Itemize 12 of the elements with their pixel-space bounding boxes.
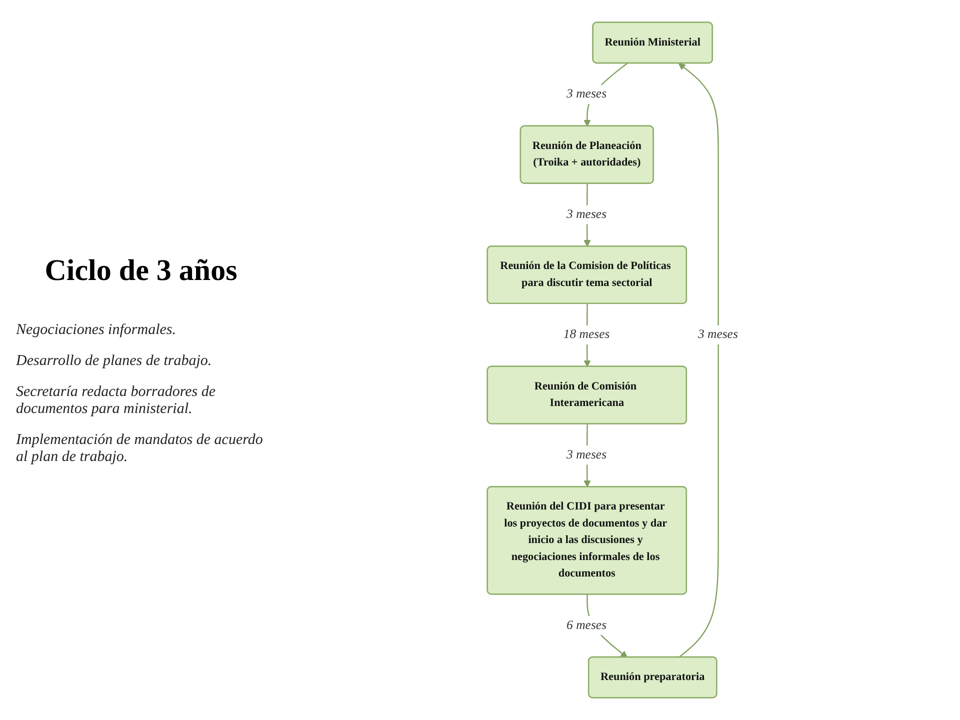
arrow — [678, 63, 719, 658]
note-text: Negociaciones informales. — [16, 322, 177, 339]
edge-label: 3 meses — [566, 208, 607, 222]
edge-label: 6 meses — [566, 618, 607, 632]
edge-label: 3 meses — [566, 448, 607, 462]
note-text: Secretaría redacta borradores de documentos para ministerial. — [16, 384, 217, 418]
edge-label: 3 meses — [566, 87, 607, 101]
note-text: Implementación de mandatos de acuerdo al plan de trabajo. — [16, 432, 264, 466]
edge-label: 18 meses — [563, 328, 610, 342]
note-text: Desarrollo de planes de trabajo. — [16, 353, 213, 370]
diagram-title: Ciclo de 3 años — [44, 254, 238, 288]
edge-label: 3 meses — [698, 328, 738, 342]
